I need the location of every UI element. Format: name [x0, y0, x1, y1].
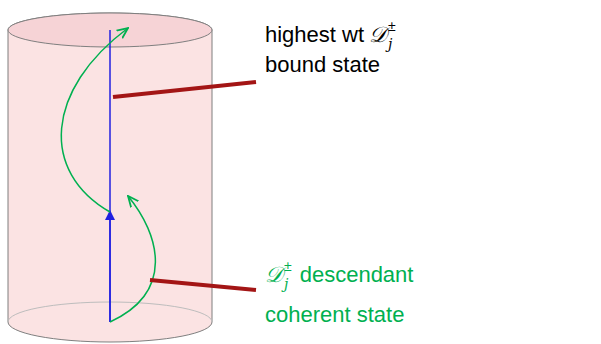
subscript: j: [284, 276, 288, 292]
worldline: [109, 30, 111, 322]
math-symbol: 𝒟: [369, 22, 387, 48]
leader-line: [150, 280, 256, 290]
superscript: ±: [284, 258, 292, 274]
worldline-arrow: [109, 212, 111, 322]
superscript: ±: [388, 18, 396, 34]
callout-text: descendant: [300, 262, 414, 288]
math-symbol: 𝒟: [265, 262, 283, 288]
callout-text: bound state: [265, 52, 380, 78]
subscript: j: [388, 36, 392, 52]
callout-text: highest wt: [265, 22, 364, 48]
coherent-path: [61, 28, 128, 212]
cylinder-body: [8, 13, 212, 342]
leader-line: [113, 82, 256, 97]
coherent-path: [110, 196, 155, 322]
callout-text: coherent state: [265, 302, 404, 328]
